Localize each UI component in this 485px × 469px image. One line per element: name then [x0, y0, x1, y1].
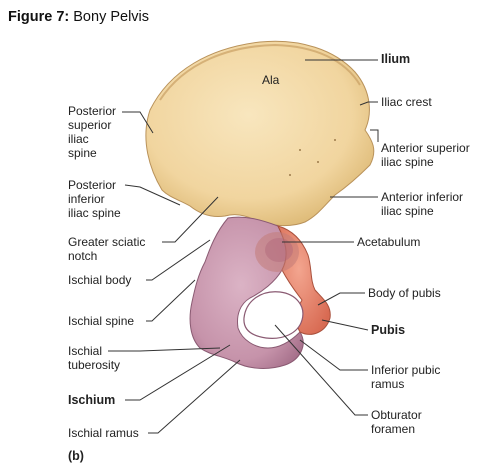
- label-posterior-superior-iliac-spine: Posterior superior iliac spine: [68, 104, 117, 160]
- label-ischial-spine: Ischial spine: [68, 314, 135, 328]
- label-obturator-foramen: Obturator foramen: [371, 408, 422, 436]
- label-anterior-superior-iliac-spine: Anterior superior iliac spine: [381, 141, 470, 169]
- label-acetabulum: Acetabulum: [357, 235, 421, 249]
- leader-lines: [108, 59, 379, 434]
- obturator-foramen-hole: [243, 291, 304, 339]
- caption-prefix: Figure 7:: [8, 9, 70, 25]
- figure-caption: Figure 7: Bony Pelvis: [8, 9, 149, 25]
- label-ischial-tuberosity: Ischial tuberosity: [68, 344, 121, 372]
- label-ischium: Ischium: [68, 393, 116, 407]
- panel-tag: (b): [68, 449, 84, 463]
- label-inferior-pubic-ramus: Inferior pubic ramus: [371, 363, 441, 391]
- label-greater-sciatic-notch: Greater sciatic notch: [68, 235, 146, 263]
- label-ischial-ramus: Ischial ramus: [68, 426, 139, 440]
- label-ala: Ala: [262, 73, 280, 87]
- label-anterior-inferior-iliac-spine: Anterior inferior iliac spine: [381, 190, 464, 218]
- label-pubis: Pubis: [371, 323, 406, 337]
- label-ilium: Ilium: [381, 52, 411, 66]
- label-body-of-pubis: Body of pubis: [368, 286, 441, 300]
- label-posterior-inferior-iliac-spine: Posterior inferior iliac spine: [68, 178, 121, 220]
- label-ischial-body: Ischial body: [68, 273, 132, 287]
- caption-text: Bony Pelvis: [69, 9, 150, 25]
- label-iliac-crest: Iliac crest: [381, 95, 432, 109]
- ilium-bone: [145, 40, 375, 227]
